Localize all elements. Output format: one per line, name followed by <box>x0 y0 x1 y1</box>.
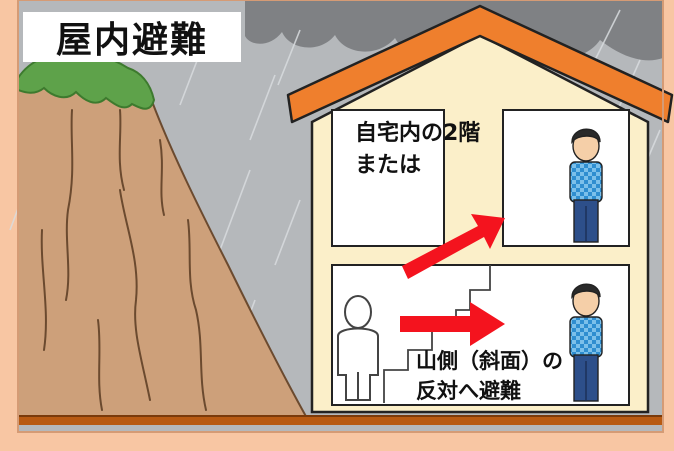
ground <box>18 416 663 425</box>
house-roof <box>286 4 674 124</box>
lower-note-line-2: 反対へ避難 <box>416 379 521 403</box>
upstairs-room-left <box>331 109 445 247</box>
evacuee-icon <box>569 128 603 243</box>
evacuee-icon <box>569 283 603 402</box>
mountain-cracks <box>40 109 207 411</box>
upper-note: 自宅内の2階 または <box>355 118 480 182</box>
title-box: 屋内避難 <box>23 12 241 62</box>
upstairs-room-right <box>502 109 630 247</box>
upper-note-line-1: 自宅内の2階 <box>355 121 481 146</box>
frame-border <box>17 0 664 433</box>
person-icon <box>337 295 379 401</box>
arrow-right-icon <box>400 302 505 346</box>
arrow-up-right-icon <box>402 214 505 279</box>
lower-note-line-1: 山側（斜面）の <box>416 349 563 373</box>
page-title: 屋内避難 <box>55 20 208 61</box>
upper-note-line-2: または <box>355 153 422 178</box>
lower-note: 山側（斜面）の 反対へ避難 <box>416 346 563 406</box>
